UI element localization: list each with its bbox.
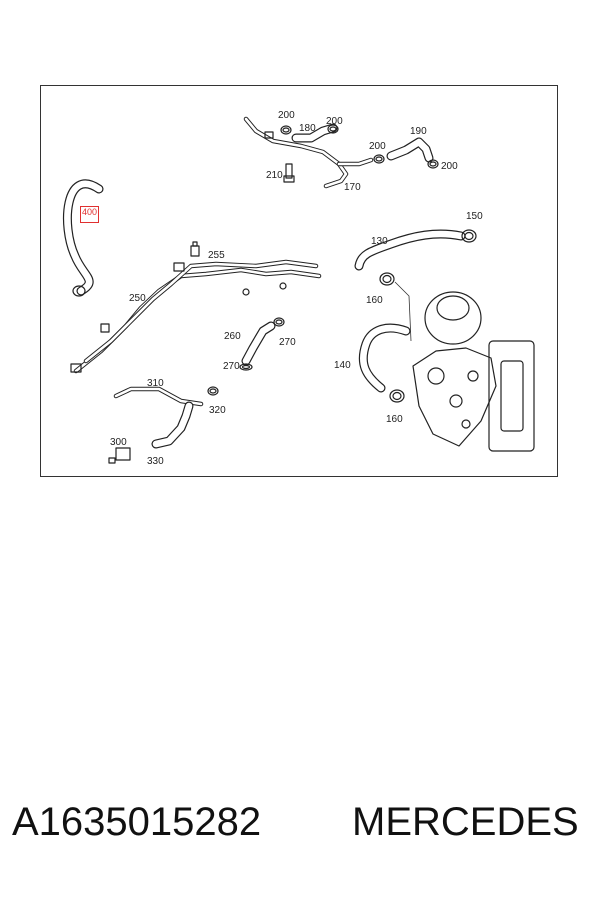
- brand-name: MERCEDES: [352, 800, 579, 844]
- callout-310: 310: [147, 378, 164, 389]
- callout-320: 320: [209, 405, 226, 416]
- callout-200-c: 200: [369, 141, 386, 152]
- highlight-box-400[interactable]: [80, 206, 99, 223]
- hose-260[interactable]: [241, 321, 276, 366]
- callout-labels: 200 180 200 200 190 200 210 170 150 130 …: [110, 110, 483, 467]
- part-number: A1635015282: [12, 800, 262, 844]
- callout-160-a: 160: [366, 295, 383, 306]
- clamp-200-b[interactable]: [327, 124, 339, 134]
- clamp-200-d[interactable]: [427, 159, 439, 169]
- callout-200-b: 200: [326, 116, 343, 127]
- hose-400[interactable]: [62, 179, 104, 297]
- callout-250: 250: [129, 293, 146, 304]
- clamp-270-a[interactable]: [273, 317, 285, 327]
- clamp-200-a[interactable]: [280, 125, 292, 135]
- callout-270-b: 270: [223, 361, 240, 372]
- bolt-255[interactable]: [190, 241, 200, 257]
- coolant-pipe-250[interactable]: [70, 259, 322, 374]
- parts-diagram-frame: 200 180 200 200 190 200 210 170 150 130 …: [40, 85, 558, 477]
- bolt-210[interactable]: [283, 163, 295, 183]
- callout-300: 300: [110, 437, 127, 448]
- callout-190: 190: [410, 126, 427, 137]
- clamp-160-b[interactable]: [389, 389, 405, 403]
- oil-filter-housing[interactable]: [394, 281, 535, 452]
- valve-300[interactable]: [108, 447, 131, 464]
- footer: A1635015282 MERCEDES: [0, 800, 600, 860]
- callout-140: 140: [334, 360, 351, 371]
- callout-255: 255: [208, 250, 225, 261]
- clamp-150[interactable]: [461, 229, 477, 243]
- clamp-320[interactable]: [207, 386, 219, 396]
- clamp-160-a[interactable]: [379, 272, 395, 286]
- callout-180: 180: [299, 123, 316, 134]
- callout-130: 130: [371, 236, 388, 247]
- callout-200-d: 200: [441, 161, 458, 172]
- hose-330[interactable]: [151, 401, 194, 449]
- callout-330: 330: [147, 456, 164, 467]
- clamp-200-c[interactable]: [373, 154, 385, 164]
- hose-190[interactable]: [386, 137, 434, 163]
- callout-170: 170: [344, 182, 361, 193]
- hose-140[interactable]: [358, 323, 411, 393]
- clamp-270-b[interactable]: [239, 363, 253, 371]
- callout-200-a: 200: [278, 110, 295, 121]
- callout-160-b: 160: [386, 414, 403, 425]
- callout-150: 150: [466, 211, 483, 222]
- coolant-pipe-170[interactable]: [243, 116, 374, 189]
- parts-diagram: 200 180 200 200 190 200 210 170 150 130 …: [62, 110, 535, 467]
- callout-270-a: 270: [279, 337, 296, 348]
- callout-400-highlighted: 400: [81, 207, 98, 217]
- hose-130[interactable]: [354, 229, 466, 271]
- callout-260: 260: [224, 331, 241, 342]
- callout-210: 210: [266, 170, 283, 181]
